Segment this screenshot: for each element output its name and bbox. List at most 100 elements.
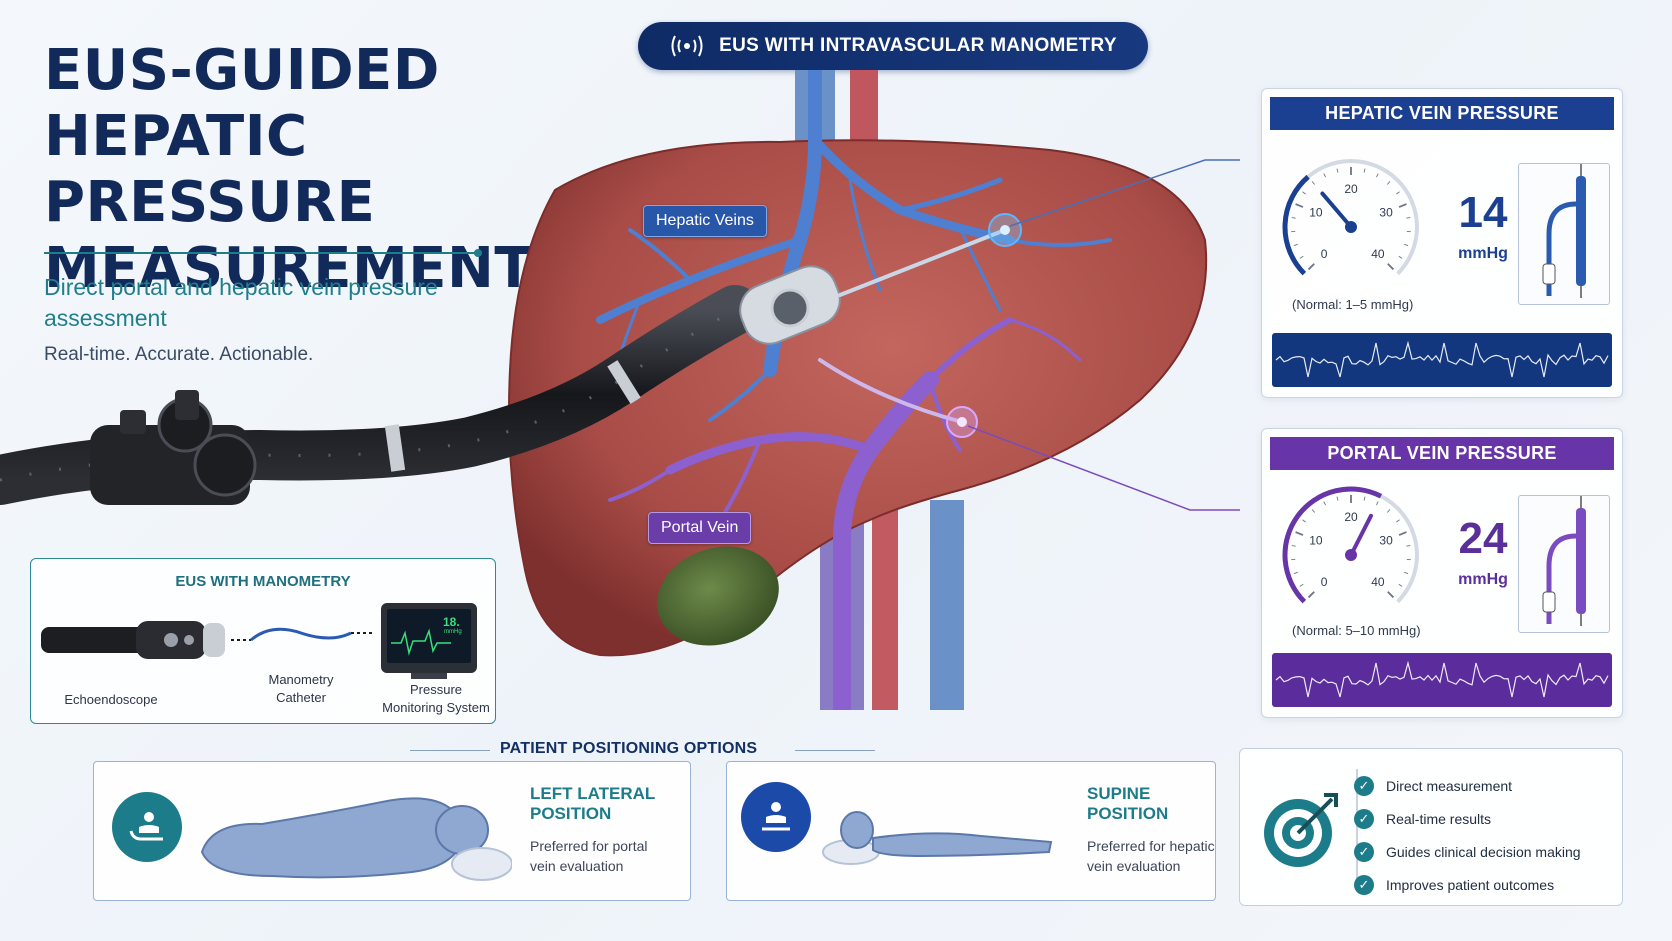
portal-gauge-tick xyxy=(1307,591,1315,599)
hepatic-gauge-tick xyxy=(1363,168,1366,173)
portal-gauge-tick xyxy=(1295,531,1304,536)
benefits-box: ✓Direct measurement✓Real-time results✓Gu… xyxy=(1239,748,1623,906)
hepatic-gauge-tick xyxy=(1396,191,1400,195)
patient-lateral-icon xyxy=(112,792,182,862)
portal-gauge-tick-label: 10 xyxy=(1309,533,1323,547)
check-icon: ✓ xyxy=(1354,775,1374,796)
hepatic-gauge-tick xyxy=(1302,191,1306,195)
catheter-label-line-2: Catheter xyxy=(276,690,326,705)
subtitle: Direct portal and hepatic vein pressure … xyxy=(44,274,438,331)
hepatic-gauge-tick-label: 10 xyxy=(1309,205,1323,219)
portal-gauge-tick-label: 0 xyxy=(1321,575,1328,589)
benefit-text: Guides clinical decision making xyxy=(1386,843,1581,860)
supine-patient-figure xyxy=(822,811,1053,865)
portal-gauge-tick xyxy=(1376,501,1379,506)
patient-supine-icon xyxy=(741,782,811,852)
portal-gauge-tick xyxy=(1398,583,1403,587)
hepatic-panel-title: HEPATIC VEIN PRESSURE xyxy=(1270,97,1614,130)
portal-vein-label: Portal Vein xyxy=(648,512,752,544)
supine-card: SUPINE POSITION Preferred for hepatic ve… xyxy=(726,761,1216,901)
benefit-text: Improves patient outcomes xyxy=(1386,876,1555,893)
manometry-equipment-box: EUS WITH MANOMETRY 18. mmHg Echoendoscop… xyxy=(30,558,496,724)
supine-desc-line-1: Preferred for hepatic xyxy=(1087,838,1215,854)
benefits-list: ✓Direct measurement✓Real-time results✓Gu… xyxy=(1354,769,1614,901)
hepatic-gauge-tick xyxy=(1311,181,1315,185)
hepatic-veins-label: Hepatic Veins xyxy=(643,205,767,237)
top-banner: EUS WITH INTRAVASCULAR MANOMETRY xyxy=(638,22,1148,70)
lateral-patient-figure xyxy=(200,797,512,881)
ultrasound-waves-icon xyxy=(671,35,703,57)
monitor-thumbnail xyxy=(381,603,477,679)
portal-gauge-tick-label: 30 xyxy=(1379,533,1393,547)
portal-pressure-waveform xyxy=(1272,653,1612,707)
tagline: Real-time. Accurate. Actionable. xyxy=(44,344,314,365)
portal-gauge-tick xyxy=(1387,591,1395,599)
hepatic-gauge-fill xyxy=(1282,174,1310,276)
title-line-3: MEASUREMENT xyxy=(44,236,534,301)
portal-gauge-hub xyxy=(1345,549,1357,561)
hepatic-normal-range: (Normal: 1–5 mmHg) xyxy=(1292,297,1414,312)
hepatic-gauge-tick xyxy=(1295,203,1304,208)
portal-gauge-tick xyxy=(1387,509,1391,513)
hepatic-gauge-tick-label: 20 xyxy=(1344,182,1358,196)
portal-gauge-tick-label: 20 xyxy=(1344,510,1358,524)
supine-description: Preferred for hepatic vein evaluation xyxy=(1087,836,1215,876)
left-lateral-desc-line-1: Preferred for portal xyxy=(530,838,648,854)
manometry-needles xyxy=(818,213,1022,438)
monitor-label-line-1: Pressure xyxy=(409,682,463,697)
scope-handle xyxy=(90,390,257,505)
hepatic-pressure-unit: mmHg xyxy=(1458,245,1508,262)
hepatic-gauge-needle xyxy=(1320,191,1353,229)
benefit-text: Real-time results xyxy=(1386,810,1492,827)
portal-pressure-unit: mmHg xyxy=(1458,571,1508,588)
echoendoscope xyxy=(0,265,841,505)
portal-panel-title: PORTAL VEIN PRESSURE xyxy=(1270,437,1614,470)
hepatic-gauge-tick xyxy=(1336,168,1339,173)
positioning-heading-rule-left xyxy=(410,750,490,751)
manometry-title: EUS WITH MANOMETRY xyxy=(175,573,351,590)
monitor-unit: mmHg xyxy=(444,629,462,635)
hepatic-gauge-tick xyxy=(1323,173,1326,178)
portal-connector-line xyxy=(967,425,1240,511)
left-lateral-title: LEFT LATERAL POSITION xyxy=(530,784,655,824)
echoendoscope-label: Echoendoscope xyxy=(64,692,158,707)
left-lateral-desc-line-2: vein evaluation xyxy=(530,858,624,874)
catheter-label-line-1: Manometry xyxy=(268,672,334,687)
hepatic-gauge-tick-label: 0 xyxy=(1321,247,1328,261)
portal-gauge-tick xyxy=(1398,531,1407,536)
check-icon: ✓ xyxy=(1354,874,1374,895)
portal-gauge-tick xyxy=(1363,496,1366,501)
positioning-heading: PATIENT POSITIONING OPTIONS xyxy=(500,740,758,757)
hepatic-gauge-tick xyxy=(1293,243,1298,246)
portal-gauge-tick xyxy=(1336,496,1339,501)
catheter-label: Manometry Catheter xyxy=(251,671,351,707)
monitor-label: Pressure Monitoring System xyxy=(371,681,501,717)
left-lateral-description: Preferred for portal vein evaluation xyxy=(530,836,648,876)
gallbladder xyxy=(657,546,779,646)
hepatic-waveform-trace xyxy=(1275,340,1609,378)
left-lateral-card: LEFT LATERAL POSITION Preferred for port… xyxy=(93,761,691,901)
title-line-1: EUS-GUIDED xyxy=(44,38,440,103)
portal-gauge-fill xyxy=(1282,486,1383,604)
portal-gauge-tick xyxy=(1299,583,1304,587)
hepatic-gauge-tick xyxy=(1299,255,1304,259)
portal-gauge-tick xyxy=(1291,545,1296,547)
hepatic-gauge-hub xyxy=(1345,221,1357,233)
left-lateral-title-line-1: LEFT LATERAL xyxy=(530,784,656,803)
portal-pressure-value: 24 xyxy=(1458,514,1508,563)
positioning-heading-rule-right xyxy=(795,750,875,751)
portal-waveform-trace xyxy=(1275,660,1609,698)
check-icon: ✓ xyxy=(1354,808,1374,829)
portal-gauge-tick xyxy=(1293,571,1298,574)
portal-gauge-tick xyxy=(1311,509,1315,513)
hepatic-gauge-tick xyxy=(1398,203,1407,208)
supine-title: SUPINE POSITION xyxy=(1087,784,1168,824)
supine-title-line-2: POSITION xyxy=(1087,804,1169,823)
echoendoscope-thumbnail xyxy=(41,621,225,659)
hepatic-gauge-tick xyxy=(1387,263,1395,271)
hepatic-reading: 14 mmHg xyxy=(1448,189,1518,263)
hepatic-gauge-tick xyxy=(1291,217,1296,219)
